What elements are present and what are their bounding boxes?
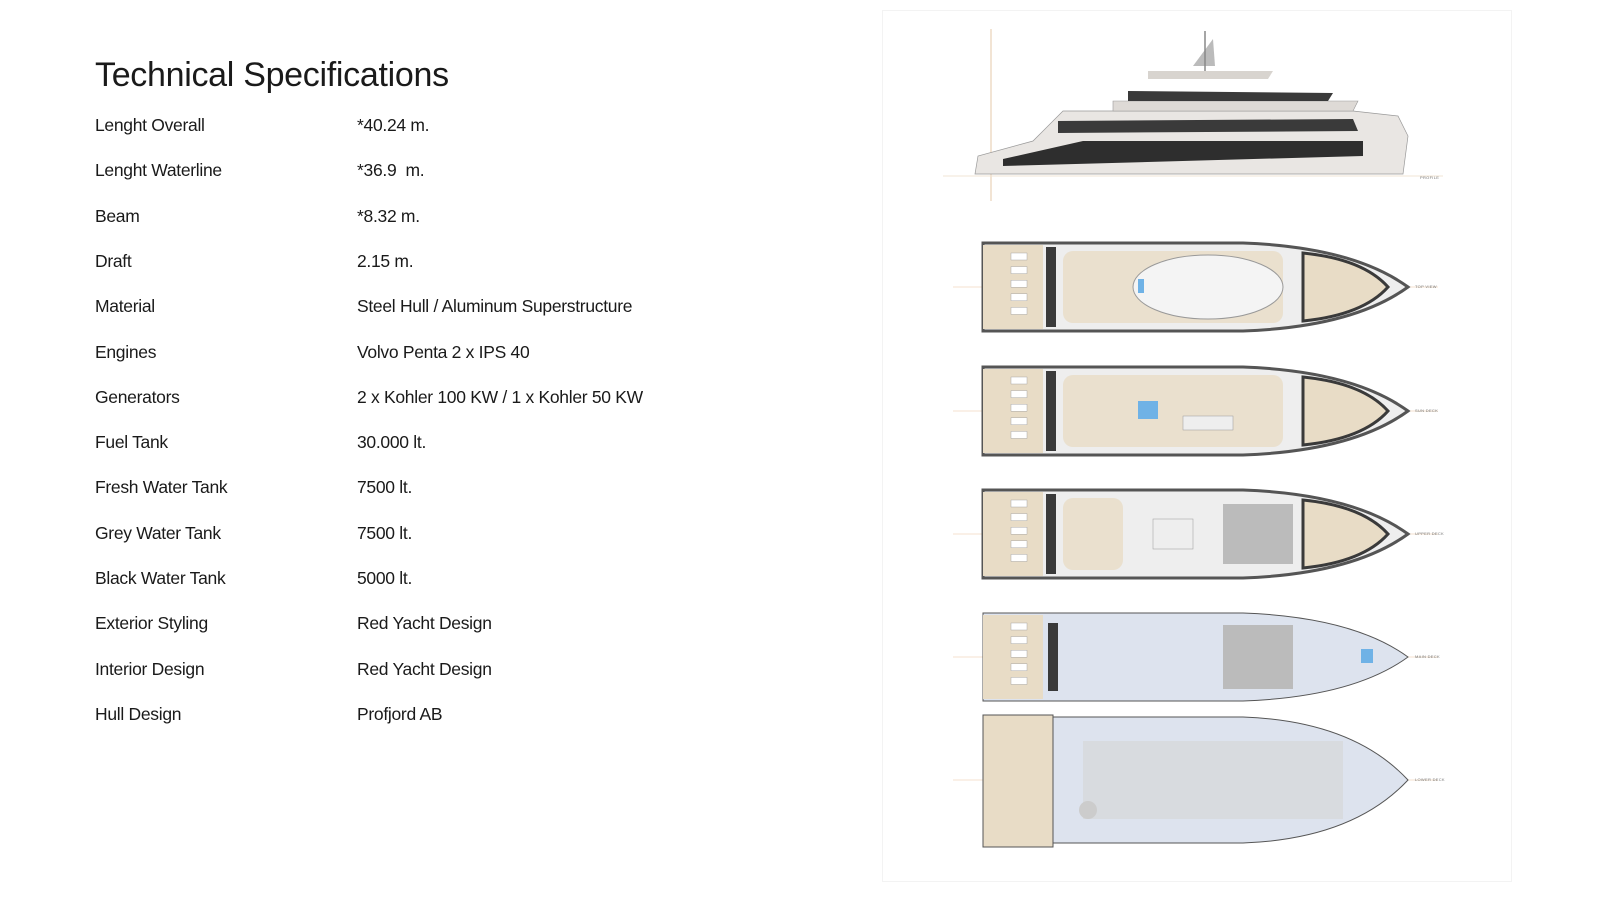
spec-label: Fuel Tank	[95, 432, 168, 453]
spec-value: 5000 lt.	[357, 568, 413, 588]
spec-value: 7500 lt.	[357, 477, 413, 498]
deck-label: UPPER DECK	[1415, 531, 1444, 536]
spec-value: 7500 lt.	[357, 522, 413, 543]
spec-label: Fresh Water Tank	[95, 477, 228, 498]
spec-label: Generators	[95, 386, 180, 407]
deck-label-profile: PROFILE	[1420, 175, 1439, 180]
deck-plan-upper-deck: UPPER DECK	[953, 488, 1444, 580]
spec-label: Material	[95, 296, 155, 317]
deck-label: SUN DECK	[1415, 408, 1438, 413]
spec-value: 2.15 m.	[357, 250, 414, 271]
spec-value: Steel Hull / Aluminum Superstructure	[357, 296, 633, 317]
deck-plan-main-deck: MAIN DECK	[953, 612, 1440, 702]
yacht-drawings-panel: PROFILE TOP VIEW SUN DECK UPPER DECK MAI…	[882, 10, 1512, 882]
spec-label: Draft	[95, 250, 132, 271]
deck-plan-top-view: TOP VIEW	[953, 241, 1438, 333]
spec-value: *40.24 m.	[357, 115, 430, 135]
spec-value: 2 x Kohler 100 KW / 1 x Kohler 50 KW	[357, 386, 643, 407]
spec-label: Lenght Overall	[95, 115, 205, 135]
spec-label: Interior Design	[95, 658, 205, 679]
yacht-drawings: PROFILE TOP VIEW SUN DECK UPPER DECK MAI…	[943, 29, 1445, 848]
deck-label: LOWER DECK	[1415, 777, 1445, 782]
deck-plan-sun-deck: SUN DECK	[953, 365, 1438, 457]
spec-label: Black Water Tank	[95, 568, 226, 588]
spec-value: Red Yacht Design	[357, 658, 492, 679]
spec-label: Beam	[95, 205, 140, 226]
profile-drawing: PROFILE	[974, 31, 1439, 180]
spec-value: Profjord AB	[357, 703, 443, 724]
page-title: Technical Specifications	[95, 56, 449, 94]
spec-value: Volvo Penta 2 x IPS 40	[357, 341, 530, 362]
deck-plan-lower-deck: LOWER DECK	[953, 714, 1445, 848]
spec-label: Grey Water Tank	[95, 522, 221, 543]
deck-label: MAIN DECK	[1415, 654, 1440, 659]
spec-label: Hull Design	[95, 703, 182, 724]
deck-label: TOP VIEW	[1415, 284, 1437, 289]
spec-value: Red Yacht Design	[357, 613, 492, 634]
spec-value: *8.32 m.	[357, 205, 420, 226]
spec-value: 30.000 lt.	[357, 432, 426, 453]
spec-label: Exterior Styling	[95, 613, 208, 634]
spec-label: Engines	[95, 341, 157, 362]
spec-label: Lenght Waterline	[95, 160, 222, 181]
spec-value: *36.9 m.	[357, 160, 425, 181]
